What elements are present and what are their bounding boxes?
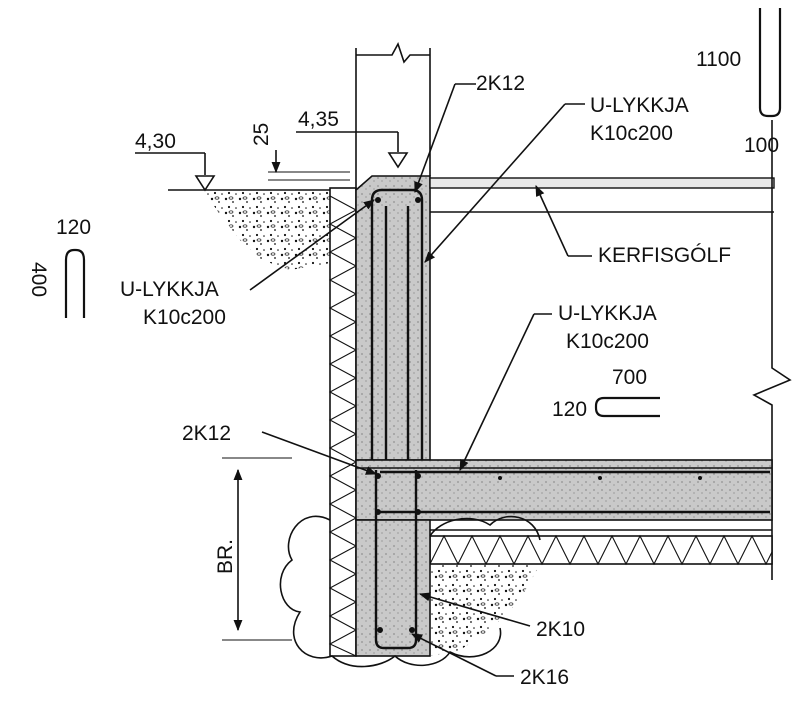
rebar-u-top [370,188,424,460]
rebar-wall-inner [384,206,410,460]
shape-100-text: 100 [744,134,779,157]
break-line-top [356,42,430,64]
shape-120-left-text: 120 [56,216,91,239]
level-430-text: 4,30 [135,130,176,153]
leader-2k16 [410,633,497,677]
floor-slab-top [429,177,775,189]
label-kerfisgolf: KERFISGÓLF [598,244,731,267]
insulation-horizontal [429,535,773,565]
leader-2k12-mid [261,431,378,475]
insulation-vertical-zigzag [328,195,358,657]
bar-shape-700: 700 120 [552,366,660,421]
dim-br: BR. [214,457,292,641]
shape-1100-text: 1100 [696,48,741,71]
bar-shape-400: 120 400 [27,216,91,318]
dim-25-text: 25 [250,123,273,146]
soil-cloud [279,515,541,668]
label-2k12-mid: 2K12 [182,422,231,445]
leader-u-top [424,103,566,263]
label-u-left-spec: K10c200 [143,306,226,329]
level-marker-430: 4,30 [135,130,216,192]
label-u-top-spec: K10c200 [590,122,673,145]
label-2k10: 2K10 [536,618,585,641]
insulation-vertical [329,187,357,657]
leader-2k10 [418,592,531,627]
rebar-footing-u [374,470,418,650]
label-u-top-title: U-LYKKJA [590,94,689,117]
footing [355,519,431,657]
ground-fill-left [205,190,355,270]
break-line-right [752,360,792,580]
concrete-wall [355,175,431,461]
label-u-mid-title: U-LYKKJA [558,302,657,325]
label-u-left-title: U-LYKKJA [120,278,219,301]
rebar-dots [375,197,702,633]
level-435-text: 4,35 [298,108,339,131]
shape-120-mid-text: 120 [552,398,587,421]
leader-u-mid [459,313,535,472]
level-marker-435: 4,35 [296,108,409,169]
leader-2k12-top [414,83,456,194]
dim-25: 25 [250,123,350,181]
leader-kerfisgolf [535,184,569,257]
insulation-horizontal-zigzag [429,534,773,566]
leader-u-left [249,199,375,291]
bar-shape-1100: 1100 100 [696,8,782,157]
label-u-mid-spec: K10c200 [566,330,649,353]
dim-br-text: BR. [214,539,237,574]
label-2k12-top: 2K12 [476,72,525,95]
gravel-under-slab [430,564,540,656]
shape-400-text: 400 [27,262,50,297]
shape-700-text: 700 [612,366,647,389]
label-2k16: 2K16 [520,666,569,689]
base-slab [355,459,773,521]
